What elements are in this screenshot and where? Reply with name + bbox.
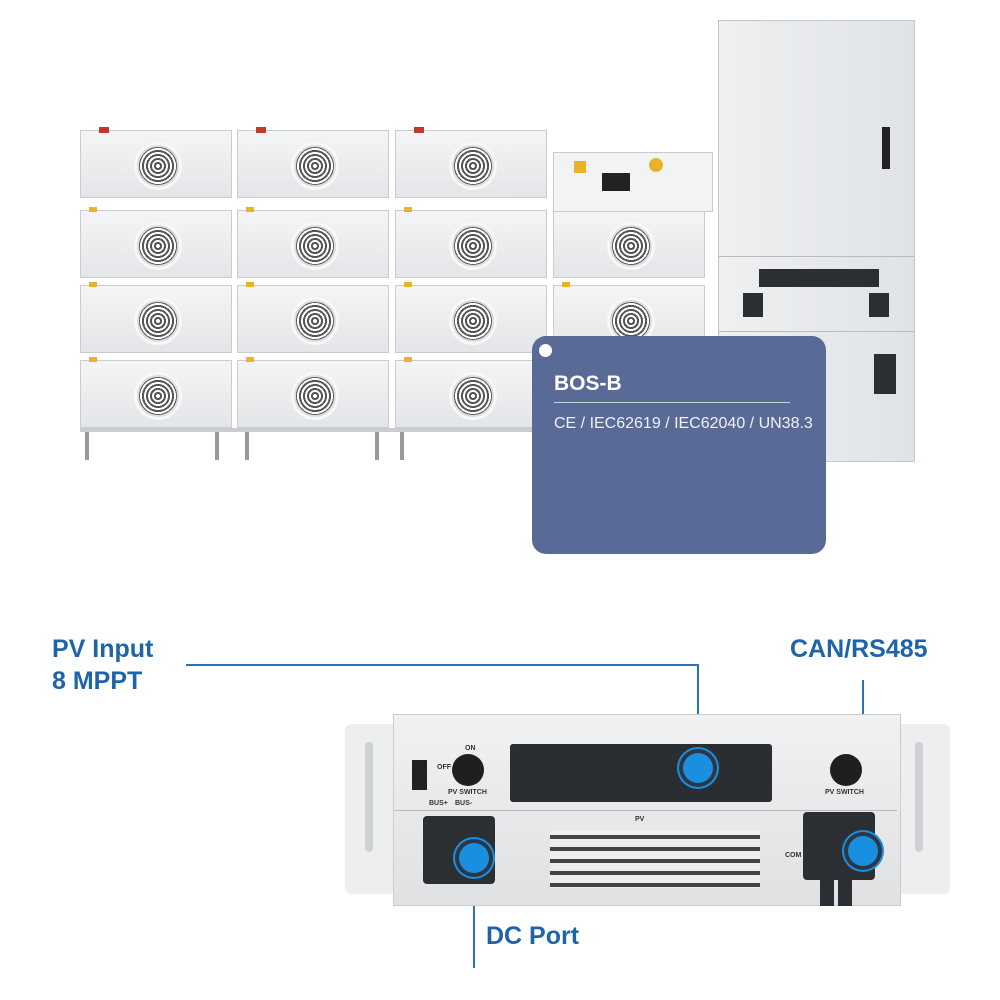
rack-leg bbox=[85, 432, 89, 460]
pv-connector-block bbox=[510, 744, 772, 802]
bos-device: PV SWITCH PV SWITCH ON OFF BUS+ BUS- PV … bbox=[345, 712, 950, 907]
terminal bbox=[89, 357, 97, 362]
battery-module bbox=[553, 207, 705, 278]
battery-rack bbox=[0, 0, 1000, 470]
battery-module bbox=[395, 282, 547, 353]
fan-icon bbox=[294, 375, 336, 417]
rack-base bbox=[80, 428, 550, 432]
pv-input-label: PV Input 8 MPPT bbox=[52, 635, 154, 695]
fan-icon bbox=[294, 145, 336, 187]
terminal bbox=[246, 357, 254, 362]
vent bbox=[550, 830, 760, 888]
pv-switch-label: PV SWITCH bbox=[448, 789, 487, 796]
fan-icon bbox=[137, 225, 179, 267]
terminal bbox=[256, 127, 266, 133]
bus-plus-label: BUS+ bbox=[429, 800, 448, 807]
card-certifications: CE / IEC62619 / IEC62040 / UN38.3 bbox=[554, 415, 813, 432]
dc-port-label: DC Port bbox=[486, 922, 580, 950]
off-label: OFF bbox=[437, 764, 451, 771]
bus-minus-label: BUS- bbox=[455, 800, 473, 807]
battery-module bbox=[237, 127, 389, 198]
fan-icon bbox=[452, 375, 494, 417]
fan-icon bbox=[452, 225, 494, 267]
battery-module bbox=[395, 127, 547, 198]
terminal bbox=[89, 207, 97, 212]
terminal bbox=[562, 282, 570, 287]
terminal bbox=[404, 282, 412, 287]
fan-icon bbox=[452, 300, 494, 342]
dc-port-highlight bbox=[459, 843, 489, 873]
fan-icon bbox=[137, 375, 179, 417]
card-title: BOS-B bbox=[554, 372, 622, 395]
terminal bbox=[404, 357, 412, 362]
fan-icon bbox=[137, 145, 179, 187]
rack-leg bbox=[400, 432, 404, 460]
battery-module bbox=[237, 282, 389, 353]
terminal bbox=[246, 207, 254, 212]
battery-module bbox=[237, 207, 389, 278]
battery-module bbox=[80, 207, 232, 278]
on-label: ON bbox=[465, 745, 476, 752]
terminal bbox=[246, 282, 254, 287]
com-label: COM bbox=[785, 852, 802, 859]
card-dot bbox=[539, 344, 552, 357]
can-label: CAN/RS485 bbox=[790, 635, 928, 663]
terminal bbox=[89, 282, 97, 287]
pv-switch-label-right: PV SWITCH bbox=[825, 789, 864, 796]
battery-module bbox=[395, 357, 547, 428]
rack-leg bbox=[375, 432, 379, 460]
fan-icon bbox=[452, 145, 494, 187]
fan-icon bbox=[137, 300, 179, 342]
battery-module bbox=[80, 282, 232, 353]
fan-icon bbox=[294, 300, 336, 342]
control-panel bbox=[553, 152, 713, 212]
fan-icon bbox=[610, 225, 652, 267]
pv-input-highlight bbox=[683, 753, 713, 783]
terminal bbox=[404, 207, 412, 212]
can-highlight bbox=[848, 836, 878, 866]
fan-icon bbox=[294, 225, 336, 267]
terminal bbox=[99, 127, 109, 133]
battery-module bbox=[80, 357, 232, 428]
battery-module bbox=[80, 127, 232, 198]
product-card: BOS-B CE / IEC62619 / IEC62040 / UN38.3 bbox=[532, 336, 826, 554]
rack-leg bbox=[245, 432, 249, 460]
card-divider bbox=[554, 402, 790, 403]
battery-module bbox=[237, 357, 389, 428]
battery-module bbox=[395, 207, 547, 278]
terminal bbox=[414, 127, 424, 133]
pv-leader-h bbox=[186, 664, 699, 666]
rack-leg bbox=[215, 432, 219, 460]
dc-leader bbox=[473, 858, 475, 968]
pv-label: PV bbox=[635, 816, 645, 823]
